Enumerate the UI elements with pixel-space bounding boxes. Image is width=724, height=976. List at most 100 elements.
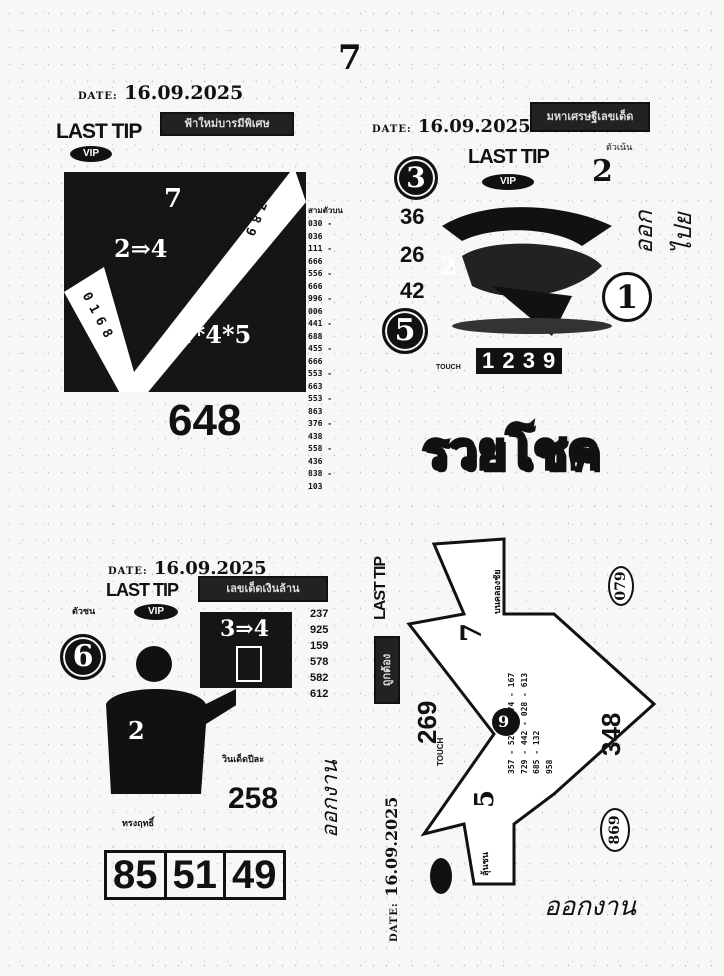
panel-bottom-right: LAST TIP บนคลองชัย 7 079 ถูกต้อง 269 TOU… <box>364 530 664 950</box>
date-label: DATE: <box>78 91 118 102</box>
circle-number-top: 079 <box>608 566 634 606</box>
boxed-number: 85 <box>104 850 167 900</box>
list-item: 558 - 436 <box>308 444 333 466</box>
pair-number: 2⇒4 <box>114 234 168 263</box>
circle-number-top: 3 <box>394 156 438 200</box>
center-digit: 2 <box>440 252 457 281</box>
panel-top-left: DATE: 16.09.2025 LAST TIP VIP ฟ้าใหม่บาร… <box>50 80 350 491</box>
vip-badge: VIP <box>134 604 178 620</box>
teacher-figure-icon <box>106 646 236 794</box>
list-item: 729 - 442 - 028 - 613 <box>519 672 529 774</box>
checkmark-icon <box>64 172 306 392</box>
circle-number-right: 1 <box>602 272 652 322</box>
bottom-digit: 5 <box>470 789 500 808</box>
date-label: DATE: <box>389 902 400 942</box>
circle-number-bottom: 869 <box>600 808 630 852</box>
date-label: DATE: <box>108 566 148 577</box>
last-tip-label: LAST TIP <box>468 146 550 168</box>
panel-banner: ฟ้าใหม่บารมีพิเศษ <box>160 112 294 136</box>
list-item: 578 <box>310 656 329 668</box>
list-item: 441 - 688 <box>308 319 333 341</box>
checkmark-board: 7 2⇒4 1*4*5 0168 6789 <box>64 172 306 392</box>
handwritten-note: ออกงาน <box>318 760 343 838</box>
side-banner: ถูกต้อง <box>374 636 400 704</box>
list-item: 159 <box>310 640 329 652</box>
page-number: 7 <box>338 38 362 78</box>
list-item: 556 - 666 <box>308 269 333 291</box>
vip-badge-icon <box>430 858 452 894</box>
figure-digit: 2 <box>128 716 145 745</box>
date-line: DATE: 16.09.2025 <box>372 116 531 137</box>
boxed-number: 49 <box>223 850 286 900</box>
number-row-1: 36 <box>400 204 425 229</box>
featured-number: 258 <box>228 782 279 815</box>
date-label: DATE: <box>372 124 412 135</box>
number-list: 030 - 036 111 - 666 556 - 666 996 - 006 … <box>308 218 350 493</box>
number-row-3: 42 <box>400 278 425 303</box>
left-label: ตัวชน <box>72 607 96 617</box>
hourglass-icon <box>236 646 262 682</box>
date-line: DATE: 16.09.2025 <box>108 558 267 579</box>
number-list: 237 925 159 578 582 612 <box>310 606 328 702</box>
pair-number: 3⇒4 <box>220 616 270 642</box>
date-value: 16.09.2025 <box>417 116 531 137</box>
list-item: 685 - 132 <box>532 730 541 774</box>
side-label: TOUCH <box>436 737 445 766</box>
touch-label: TOUCH <box>436 364 461 371</box>
vip-badge: VIP <box>482 174 534 190</box>
center-digit: 9 <box>498 712 510 731</box>
top-right-digit: 2 <box>592 154 613 189</box>
list-item: 237 <box>310 608 329 620</box>
spiral-graphic-icon <box>442 207 612 336</box>
vip-badge: VIP <box>70 146 112 162</box>
panel-bottom-left: DATE: 16.09.2025 LAST TIP ตัวชน VIP เลขเ… <box>56 554 356 914</box>
boxed-number: 51 <box>163 850 226 900</box>
date-value: 16.09.2025 <box>153 558 267 579</box>
bottom-label: วินเด็ดปีละ <box>222 755 265 765</box>
panel-banner: เลขเด็ดเงินล้าน <box>198 576 328 602</box>
list-item: 612 <box>310 688 329 700</box>
main-number: 648 <box>168 396 242 445</box>
top-right-label: ตัวเน้น <box>606 143 633 153</box>
big-number: 348 <box>596 712 626 756</box>
list-item: 030 - 036 <box>308 219 333 241</box>
chalkboard: 3⇒4 <box>200 612 292 688</box>
date-line: DATE: 16.09.2025 <box>382 797 401 942</box>
arrow-top-label: บนคลองชัย <box>493 569 503 614</box>
list-item: 111 - 666 <box>308 244 333 266</box>
list-item: 838 - 103 <box>308 469 333 491</box>
list-item: 553 - 663 <box>308 369 333 391</box>
panel-title: รวยโชค <box>420 421 601 482</box>
handwritten-note: ออกไปย <box>630 210 697 254</box>
arrow-diamond-icon <box>406 537 657 886</box>
triple-number: 1*4*5 <box>176 320 252 349</box>
list-header: สามตัวบน <box>308 206 343 215</box>
handwritten-note: ออกงาน <box>544 892 637 922</box>
footer-label: ทรงฤทธิ์ <box>122 819 155 829</box>
panel-top-right: DATE: 16.09.2025 มหาเศรษฐีเลขเด็ด LAST T… <box>368 96 697 486</box>
list-item: 996 - 006 <box>308 294 333 316</box>
date-value: 16.09.2025 <box>382 796 401 897</box>
number-row-2: 26 <box>400 242 425 267</box>
list-item: 376 - 438 <box>308 419 333 441</box>
list-item: 357 - 526 - 374 - 167 <box>507 672 516 774</box>
touch-numbers: 1 2 3 9 <box>476 348 563 374</box>
circle-number: 6 <box>60 634 106 680</box>
top-digit: 7 <box>164 184 183 214</box>
list-item: 582 <box>310 672 329 684</box>
list-item: 553 - 863 <box>308 394 333 416</box>
last-tip-label: LAST TIP <box>106 580 179 600</box>
list-item: 958 <box>544 759 554 774</box>
last-tip-label: LAST TIP <box>56 120 142 143</box>
date-value: 16.09.2025 <box>124 82 244 104</box>
top-digit: 7 <box>455 622 489 643</box>
number-list: 357 - 526 - 374 - 167 729 - 442 - 028 - … <box>506 673 556 774</box>
circle-number-bottom: 5 <box>382 308 428 354</box>
panel-banner: มหาเศรษฐีเลขเด็ด <box>530 102 650 132</box>
date-line: DATE: 16.09.2025 <box>78 82 243 104</box>
last-tip-label: LAST TIP <box>372 556 389 620</box>
list-item: 925 <box>310 624 329 636</box>
list-item: 455 - 666 <box>308 344 333 366</box>
arrow-bottom-label: ลุ้นชน <box>481 852 491 876</box>
